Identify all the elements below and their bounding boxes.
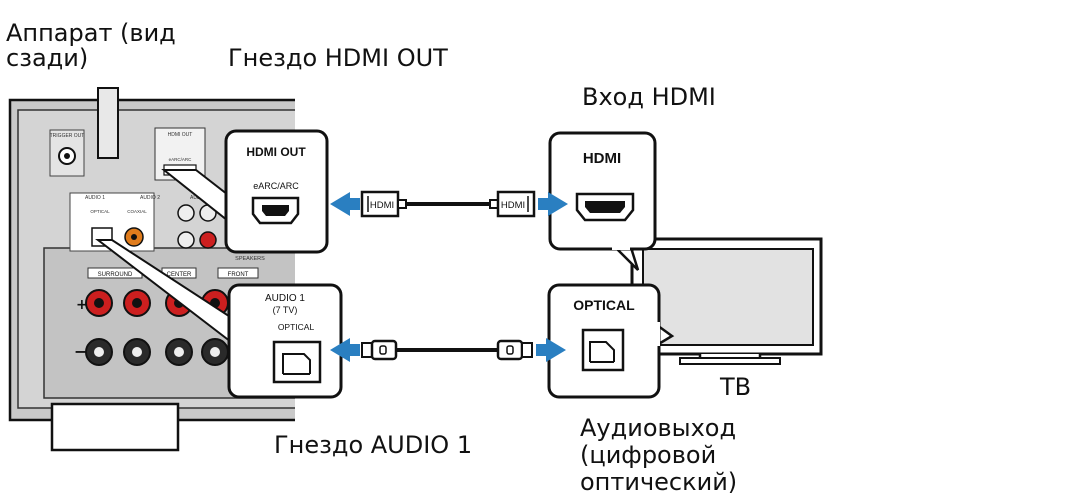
front-text: FRONT <box>228 272 249 278</box>
receiver-rear-panel: TRIGGER OUT HDMI OUT eARC/ARC AUDIO 1 AU… <box>8 87 295 452</box>
audio2-small-text: AUDIO 2 <box>140 195 160 201</box>
center-text: CENTER <box>167 272 192 278</box>
audio1-callout-line2: (7 TV) <box>273 305 298 315</box>
audio1-small-text: AUDIO 1 <box>85 195 105 201</box>
optical-right-arrow <box>536 338 566 362</box>
audio-out-label-line3: оптический) <box>580 468 738 496</box>
hdmi-input-label: Вход HDMI <box>582 83 716 111</box>
trigger-small-text: TRIGGER OUT <box>50 133 85 139</box>
audio-out-label-line2: (цифровой <box>580 441 717 469</box>
unit-label-line1: Аппарат (вид <box>6 19 176 47</box>
earc-small-text: eARC/ARC <box>169 157 193 162</box>
svg-text:−: − <box>74 342 87 361</box>
audio-out-label-line1: Аудиовыход <box>580 414 737 442</box>
audio1-jack-label: Гнездо AUDIO 1 <box>274 431 473 459</box>
hdmi-out-small-text: HDMI OUT <box>168 132 193 138</box>
tv-hdmi-callout: HDMI <box>548 131 657 271</box>
tv-label: ТВ <box>720 373 752 401</box>
hdmi-out-callout-title: HDMI OUT <box>246 145 306 159</box>
hdmi-cable: HDMI HDMI <box>330 190 568 218</box>
hdmi-plug-left-label: HDMI <box>370 200 394 211</box>
tv-hdmi-callout-title: HDMI <box>583 150 621 167</box>
svg-text:+: + <box>76 297 88 313</box>
surround-text: SURROUND <box>98 272 133 278</box>
tv-optical-callout-title: OPTICAL <box>573 297 635 313</box>
hdmi-left-arrow <box>330 192 360 216</box>
audio1-callout-line3: OPTICAL <box>278 322 315 332</box>
optical-left-arrow <box>330 338 360 362</box>
tv-optical-callout: OPTICAL <box>547 283 675 399</box>
coaxial-small-text: COAXIAL <box>127 209 147 214</box>
optical-cable <box>330 338 566 362</box>
hdmi-out-callout: HDMI OUT eARC/ARC <box>224 129 329 254</box>
speakers-text: SPEAKERS <box>235 256 265 262</box>
audio1-callout: AUDIO 1 (7 TV) OPTICAL <box>227 283 343 399</box>
hdmi-out-callout-sub: eARC/ARC <box>253 181 299 191</box>
optical-small-text: OPTICAL <box>90 209 110 214</box>
audio1-callout-line1: AUDIO 1 <box>265 293 305 304</box>
hdmi-plug-right-label: HDMI <box>501 200 525 211</box>
hdmi-out-jack-label: Гнездо HDMI OUT <box>228 44 448 72</box>
optical-port-icon <box>272 340 322 384</box>
unit-label-line2: сзади) <box>6 44 89 72</box>
hdmi-right-arrow <box>538 192 568 216</box>
